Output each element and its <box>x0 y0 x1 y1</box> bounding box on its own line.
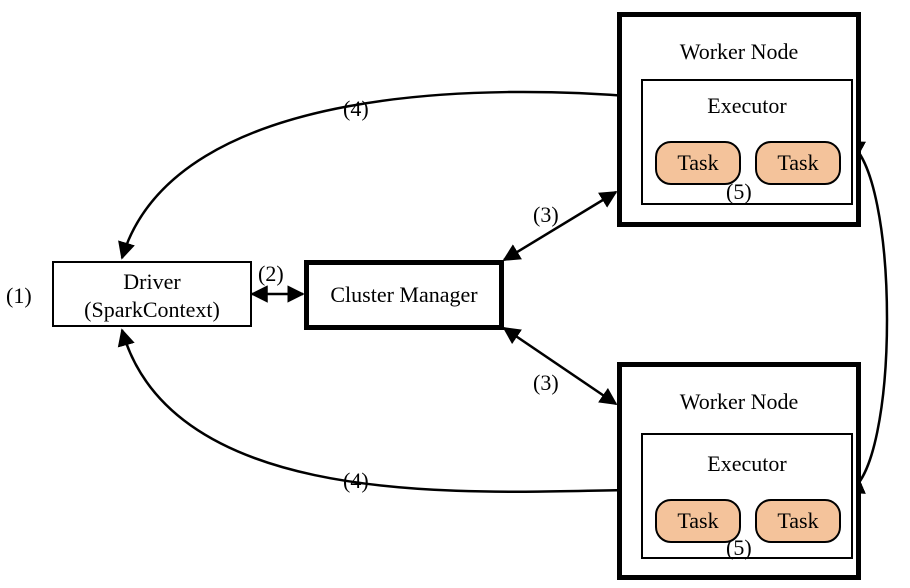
worker-node-top: Worker Node Executor Task Task <box>617 12 861 227</box>
arrow-cluster-worker-top <box>502 190 618 262</box>
step-label-4-bottom: (4) <box>343 468 369 493</box>
step-label-1: (1) <box>6 283 32 308</box>
task-top-1: Task <box>655 141 741 185</box>
step-label-3-top: (3) <box>533 202 559 227</box>
arrow-driver-executor-top <box>118 86 642 260</box>
task-top-2: Task <box>755 141 841 185</box>
worker-node-bottom: Worker Node Executor Task Task <box>617 362 861 580</box>
cluster-manager-box: Cluster Manager <box>304 260 504 330</box>
step-label-4-top: (4) <box>343 96 369 121</box>
driver-box: Driver (SparkContext) <box>52 261 252 327</box>
arrow-cluster-worker-bottom <box>502 326 618 406</box>
cluster-manager-label: Cluster Manager <box>330 282 478 307</box>
step-label-2: (2) <box>258 261 284 286</box>
executor-top: Executor Task Task <box>641 79 853 205</box>
executor-top-label: Executor <box>707 93 787 118</box>
task-bottom-1: Task <box>655 499 741 543</box>
executor-bottom: Executor Task Task <box>641 433 853 559</box>
driver-sublabel: (SparkContext) <box>84 297 220 322</box>
worker-node-bottom-title: Worker Node <box>679 389 799 414</box>
driver-label: Driver <box>123 269 181 294</box>
step-label-5-top: (5) <box>726 179 752 204</box>
executor-bottom-label: Executor <box>707 451 787 476</box>
step-label-5-bottom: (5) <box>726 535 752 560</box>
step-label-3-bottom: (3) <box>533 370 559 395</box>
worker-node-top-title: Worker Node <box>679 39 799 64</box>
arrow-driver-executor-bottom <box>117 328 642 499</box>
task-bottom-2: Task <box>755 499 841 543</box>
arrow-executor-executor <box>846 140 889 494</box>
